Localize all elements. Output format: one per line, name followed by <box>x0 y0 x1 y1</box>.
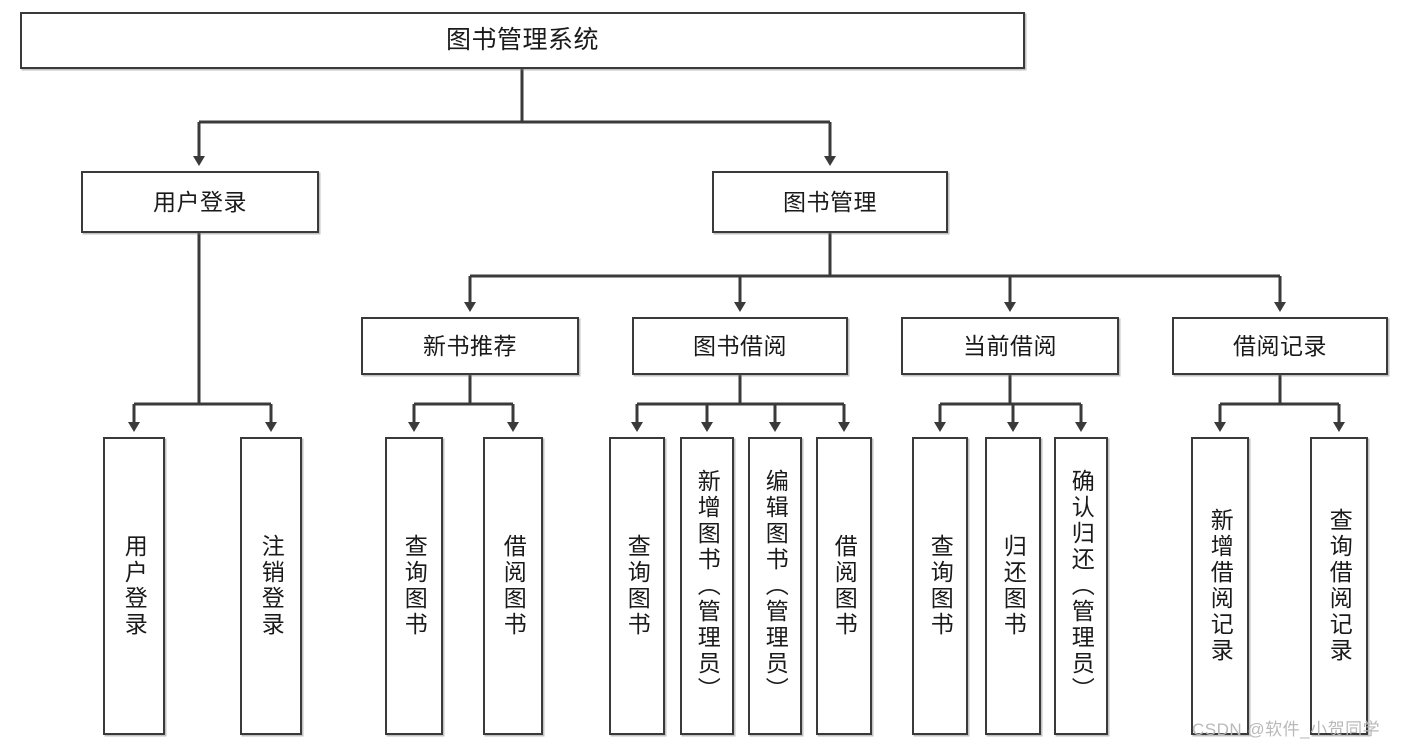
node-root-system[interactable]: 图书管理系统 <box>20 12 1025 69</box>
node-book-borrow[interactable]: 图书借阅 <box>632 317 848 375</box>
node-current-borrow-label: 当前借阅 <box>963 332 1057 359</box>
leaf-node[interactable]: 查询图书 <box>385 437 443 735</box>
leaf-node[interactable]: 新增图书（管理员） <box>680 437 734 735</box>
node-borrow-record-label: 借阅记录 <box>1233 332 1327 359</box>
leaf-node-label: 新增借阅记录 <box>1207 508 1234 664</box>
node-book-management[interactable]: 图书管理 <box>712 171 948 233</box>
leaf-node-label: 注销登录 <box>258 534 285 638</box>
leaf-node[interactable]: 用户登录 <box>103 437 165 735</box>
node-book-management-label: 图书管理 <box>783 188 877 215</box>
leaf-node[interactable]: 借阅图书 <box>816 437 872 735</box>
leaf-node[interactable]: 新增借阅记录 <box>1191 437 1249 735</box>
node-new-book-recommend[interactable]: 新书推荐 <box>361 317 579 375</box>
node-user-login[interactable]: 用户登录 <box>81 171 319 233</box>
leaf-node[interactable]: 归还图书 <box>985 437 1041 735</box>
leaf-node-label: 查询借阅记录 <box>1326 508 1353 664</box>
leaf-node-label: 查询图书 <box>624 534 651 638</box>
leaf-node[interactable]: 查询图书 <box>912 437 968 735</box>
leaf-node[interactable]: 查询图书 <box>609 437 665 735</box>
node-book-borrow-label: 图书借阅 <box>693 332 787 359</box>
leaf-node[interactable]: 借阅图书 <box>483 437 543 735</box>
leaf-node[interactable]: 查询借阅记录 <box>1310 437 1368 735</box>
csdn-watermark: CSDN @软件_小贺同学 <box>1192 720 1381 739</box>
leaf-node-label: 查询图书 <box>401 534 428 638</box>
node-user-login-label: 用户登录 <box>153 188 247 215</box>
node-borrow-record[interactable]: 借阅记录 <box>1172 317 1388 375</box>
leaf-node-label: 新增图书（管理员） <box>694 469 721 703</box>
leaf-node-label: 归还图书 <box>1000 534 1027 638</box>
node-current-borrow[interactable]: 当前借阅 <box>901 317 1119 375</box>
leaf-node-label: 借阅图书 <box>500 534 527 638</box>
leaf-node-label: 确认归还（管理员） <box>1068 469 1095 703</box>
leaf-node[interactable]: 确认归还（管理员） <box>1054 437 1108 735</box>
node-root-label: 图书管理系统 <box>445 26 599 55</box>
leaf-node[interactable]: 编辑图书（管理员） <box>748 437 802 735</box>
leaf-node-label: 借阅图书 <box>831 534 858 638</box>
leaf-node-label: 用户登录 <box>121 534 148 638</box>
leaf-node[interactable]: 注销登录 <box>240 437 302 735</box>
leaf-node-label: 查询图书 <box>927 534 954 638</box>
node-new-book-recommend-label: 新书推荐 <box>423 332 517 359</box>
leaf-node-label: 编辑图书（管理员） <box>762 469 789 703</box>
